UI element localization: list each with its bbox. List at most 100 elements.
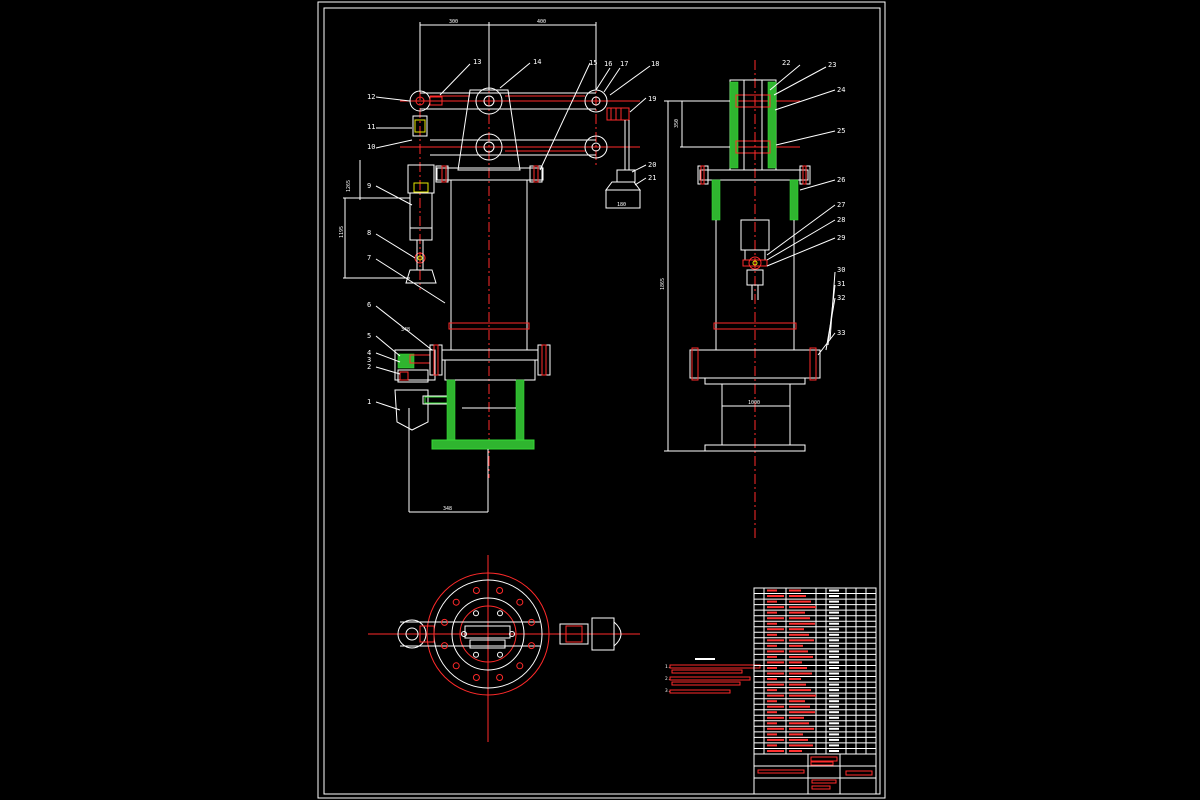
parts-table-cell-mark (829, 655, 839, 658)
parts-table-cell-mark (767, 678, 777, 680)
parts-table-cell-mark (767, 738, 784, 741)
parts-table-cell-mark (767, 650, 784, 653)
parts-table-cell-mark (829, 667, 839, 669)
parts-table-cell-mark (767, 705, 784, 708)
parts-table-cell-mark (767, 661, 784, 664)
parts-table-cell-mark (829, 639, 839, 642)
bolt-hole-outer (528, 618, 535, 626)
part-label-5: 5 (367, 332, 371, 340)
parts-table-cell-mark (789, 661, 802, 664)
top-dimensions (419, 22, 597, 92)
bolt-hole-outer (496, 587, 504, 594)
parts-table-cell-mark (767, 733, 777, 736)
right-view-top-block (729, 79, 777, 171)
right-view-inner-cylinder (740, 219, 770, 300)
parts-table-cell-mark (767, 716, 784, 719)
parts-table-cell-mark (789, 683, 806, 686)
parts-table-cell-mark (829, 711, 839, 714)
lower-clamp (394, 344, 551, 431)
base-sleeve (431, 359, 536, 450)
parts-table-cell-mark (829, 750, 839, 752)
parts-table-cell-mark (789, 628, 804, 631)
part-label-15: 15 (589, 59, 597, 67)
parts-table-cell-mark (829, 661, 839, 664)
plan-view-bolt-holes (441, 587, 535, 681)
parts-table-cell-mark (829, 727, 839, 730)
part-label-31: 31 (837, 280, 845, 288)
parts-table-cell-mark (789, 655, 813, 658)
part-label-28: 28 (837, 216, 845, 224)
part-label-7: 7 (367, 254, 371, 262)
parts-table-cell-mark (829, 622, 839, 625)
bolt-hole-outer (441, 642, 448, 650)
part-label-29: 29 (837, 234, 845, 242)
dimension-1865: 1865 (660, 278, 666, 290)
parts-table-cell-mark (789, 622, 815, 625)
part-label-8: 8 (367, 229, 371, 237)
main-column (448, 180, 530, 350)
bolt-hole-inner (473, 651, 479, 658)
left-pivot-joint (409, 90, 443, 137)
svg-text:2.: 2. (665, 676, 670, 682)
parts-table-cell-mark (829, 589, 839, 592)
parts-table-cell-mark (767, 628, 784, 631)
part-label-23: 23 (828, 61, 836, 69)
parts-table-cell-mark (767, 611, 777, 614)
bolt-hole-inner (497, 651, 503, 658)
part-label-18: 18 (651, 60, 659, 68)
parts-table-cell-mark (829, 722, 839, 725)
bolt-hole-outer (496, 674, 504, 681)
bolt-hole-outer (441, 618, 448, 626)
parts-table-cell-mark (829, 689, 839, 692)
parts-table-cell-mark (789, 667, 807, 669)
parts-table-cell-mark (767, 722, 777, 725)
parts-table-cell-mark (789, 711, 815, 714)
parts-list-table (753, 587, 877, 755)
bolt-hole-inner (461, 631, 467, 637)
part-label-33: 33 (837, 329, 845, 337)
parts-table-cell-mark (767, 617, 784, 620)
part-label-2: 2 (367, 363, 371, 371)
parts-table-cell-mark (829, 705, 839, 708)
parts-table-cell-mark (767, 633, 777, 636)
part-label-21: 21 (648, 174, 656, 182)
part-label-10: 10 (367, 143, 375, 151)
parts-table-cell-mark (789, 722, 809, 725)
parts-table-cell-mark (829, 644, 839, 647)
parts-table-cell-mark (829, 595, 839, 597)
parts-table-cell-mark (767, 595, 784, 597)
dimension-1195: 1195 (339, 226, 345, 238)
part-label-3: 3 (367, 356, 371, 364)
parts-table-cell-mark (767, 727, 784, 730)
part-label-13: 13 (473, 58, 481, 66)
bolt-hole-outer (516, 662, 524, 670)
parts-table-cell-mark (829, 694, 839, 697)
part-label-22: 22 (782, 59, 790, 67)
parts-table-cell-mark (789, 750, 802, 752)
parts-table-cell-mark (789, 611, 805, 614)
parts-table-cell-mark (829, 738, 839, 741)
parts-table-cell-mark (789, 716, 804, 719)
bolt-hole-inner (473, 610, 479, 617)
bolt-hole-inner (509, 631, 515, 637)
pivot-upper-center (475, 87, 503, 115)
parts-table-cell-mark (789, 600, 811, 603)
dimension-1000: 1000 (748, 400, 760, 406)
dimension-180: 180 (617, 202, 626, 208)
bolt-hole-outer (516, 598, 524, 606)
parts-table-cell-mark (767, 700, 777, 703)
pivot-lower-right (584, 135, 608, 159)
parts-table-cell-mark (767, 750, 784, 752)
parts-table-cell-mark (789, 617, 810, 620)
dimension-1265: 1265 (346, 180, 352, 192)
column-top-plate (435, 165, 544, 183)
technical-notes: 1. 2. 3. (665, 658, 761, 694)
parts-table-cell-mark (789, 733, 803, 736)
part-label-6: 6 (367, 301, 371, 309)
parts-table-cell-mark (789, 744, 813, 747)
parts-table-cell-mark (767, 744, 777, 747)
parts-table-cell-mark (789, 644, 803, 647)
right-view-flange (689, 347, 821, 452)
parts-table-cell-mark (789, 705, 810, 708)
